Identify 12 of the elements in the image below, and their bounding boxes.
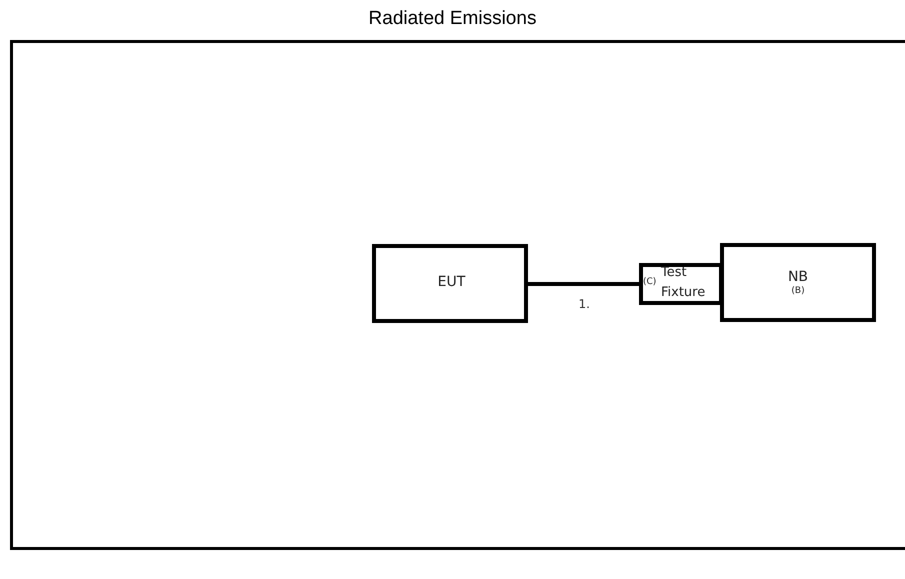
fixture-box [639,263,723,305]
edge-label: 1. [578,297,590,311]
node-label: (B) [790,286,806,296]
diagram-title: Radiated Emissions [368,8,538,30]
node-label: (C) [643,277,656,287]
node-label: EUT [436,274,466,290]
node-label: Test Fixture [661,264,706,302]
node-label: NB [786,269,810,285]
connector-line [526,282,639,286]
frame-box [10,40,905,550]
eut-box [372,244,528,323]
nb-box [720,243,876,322]
